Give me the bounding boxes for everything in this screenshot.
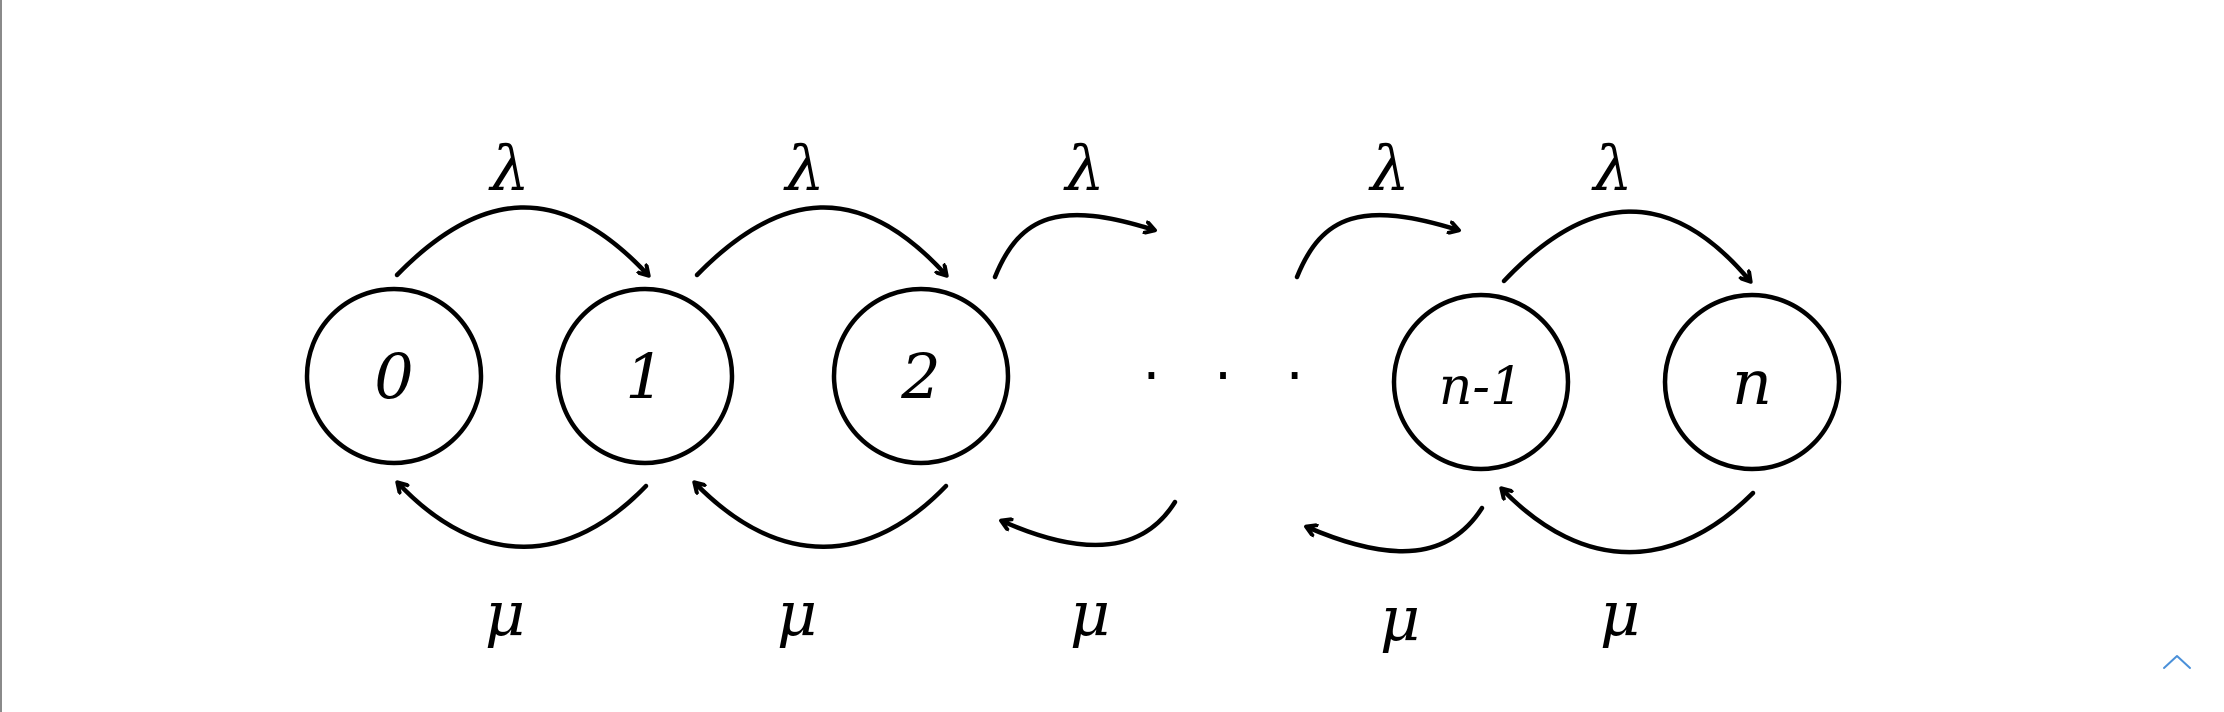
lambda-label-2: λ xyxy=(1062,132,1104,205)
lambda-label-1: λ xyxy=(782,132,824,205)
arc-2-to-ellipsis xyxy=(992,212,1154,280)
state-n-minus-1-label: n-1 xyxy=(1439,357,1523,417)
chevron-up-icon[interactable] xyxy=(2160,650,2194,672)
mu-label-4: μ xyxy=(1600,577,1640,650)
arc-2-to-1 xyxy=(695,483,949,549)
state-2-label: 2 xyxy=(900,340,940,413)
state-0: 0 xyxy=(304,286,484,466)
arc-ellipsis-to-2 xyxy=(1002,499,1178,548)
arc-n-minus-1-to-ellipsis xyxy=(1307,505,1485,554)
state-n-label: n xyxy=(1732,346,1772,419)
ellipsis: · · · xyxy=(1142,344,1321,409)
arc-1-to-2 xyxy=(694,205,946,275)
state-0-label: 0 xyxy=(374,340,413,413)
lambda-label-4: λ xyxy=(1590,132,1632,205)
arc-n-minus-1-to-n xyxy=(1501,209,1750,281)
arc-1-to-0 xyxy=(398,483,649,549)
mu-label-0: μ xyxy=(485,577,525,650)
arc-0-to-1 xyxy=(394,205,648,275)
state-2: 2 xyxy=(831,286,1011,466)
mu-label-3: μ xyxy=(1380,582,1420,655)
lambda-label-0: λ xyxy=(487,132,529,205)
state-n: n xyxy=(1662,292,1842,472)
arc-n-to-n-minus-1 xyxy=(1502,489,1756,555)
mu-label-1: μ xyxy=(777,577,817,650)
state-n-minus-1: n-1 xyxy=(1391,292,1571,472)
left-border xyxy=(0,0,2,712)
arc-ellipsis-to-n-minus-1 xyxy=(1294,212,1458,280)
state-1: 1 xyxy=(555,286,735,466)
state-1-label: 1 xyxy=(625,340,664,413)
mu-label-2: μ xyxy=(1070,577,1110,650)
lambda-label-3: λ xyxy=(1367,132,1409,205)
